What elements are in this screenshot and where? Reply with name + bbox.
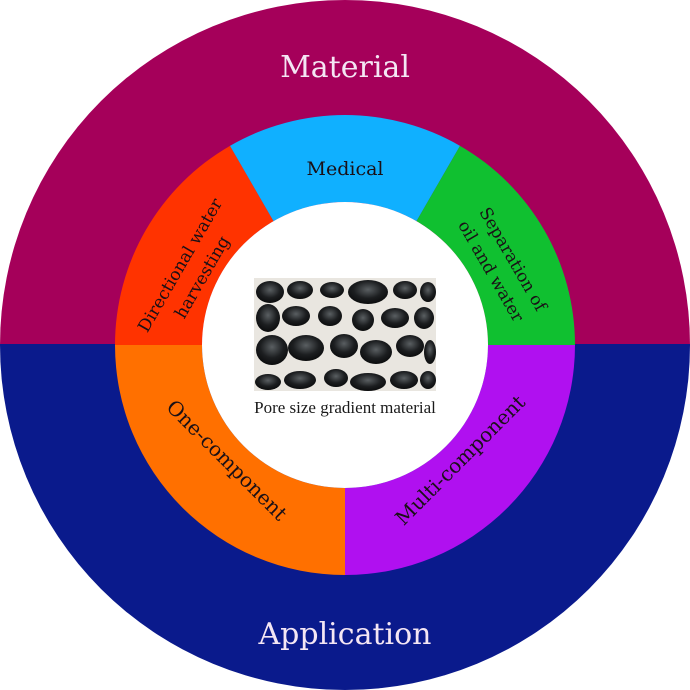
segment-medical <box>230 115 460 222</box>
pore <box>324 369 348 387</box>
pore <box>396 335 424 357</box>
segment-directional <box>115 145 274 345</box>
pore <box>420 371 436 389</box>
pore <box>320 282 344 298</box>
pore <box>256 304 280 332</box>
pore <box>288 335 324 361</box>
pore <box>255 374 281 390</box>
outer-label-material: Material <box>280 50 410 85</box>
pore <box>287 281 313 299</box>
pore <box>420 282 436 302</box>
segment-one <box>115 345 345 575</box>
pore <box>256 281 284 303</box>
pore <box>318 306 342 326</box>
pore <box>350 373 386 391</box>
inner-ring <box>115 115 575 575</box>
pore <box>393 281 417 299</box>
pore <box>360 340 392 364</box>
segment-multi <box>345 345 575 575</box>
pore <box>330 334 358 358</box>
center-caption: Pore size gradient material <box>254 398 436 417</box>
pore <box>414 307 434 329</box>
pore <box>352 309 374 331</box>
segment-label-medical: Medical <box>307 158 384 180</box>
outer-label-application: Application <box>258 617 432 652</box>
segment-separation <box>416 145 575 345</box>
pore <box>381 308 409 328</box>
pore <box>282 306 310 326</box>
pore <box>284 371 316 389</box>
pore <box>424 340 436 364</box>
pore-image <box>254 278 436 391</box>
pore <box>256 335 288 365</box>
pore <box>348 280 388 304</box>
pore <box>390 371 418 389</box>
